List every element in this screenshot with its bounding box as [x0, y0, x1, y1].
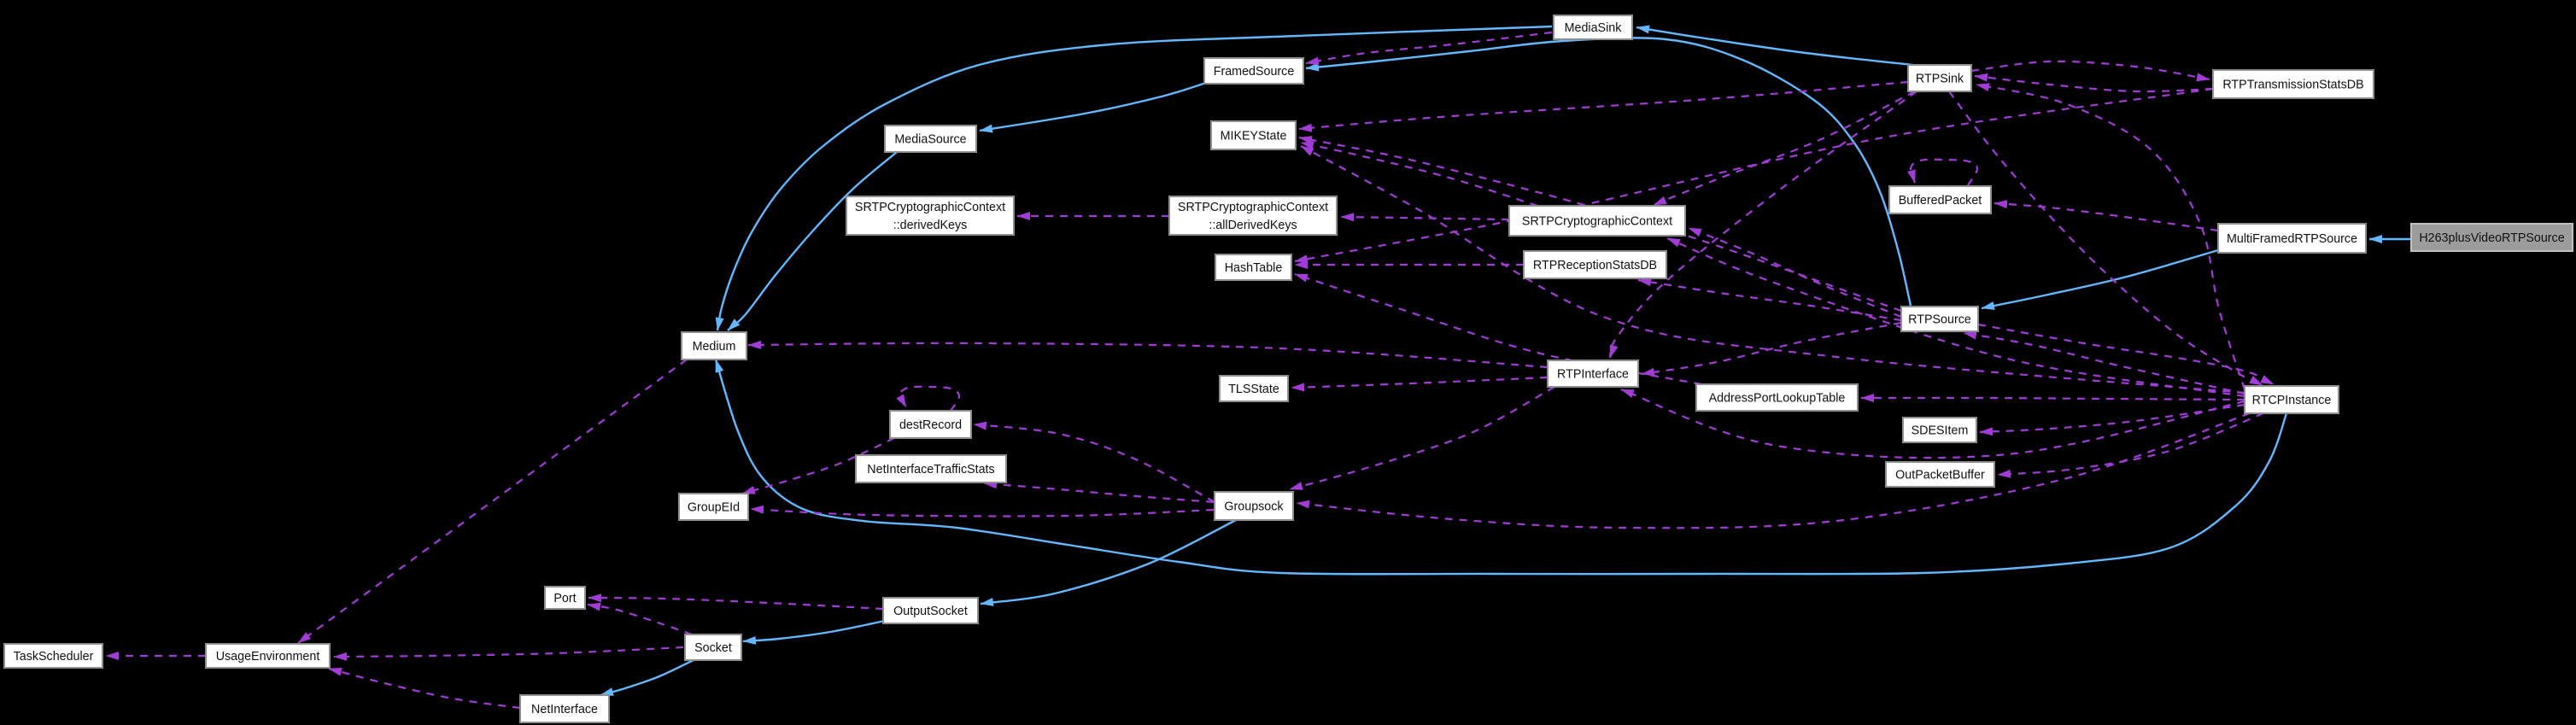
- svg-text:SRTPCryptographicContext: SRTPCryptographicContext: [1522, 215, 1672, 229]
- svg-text:SDESItem: SDESItem: [1912, 424, 1969, 438]
- svg-text:FramedSource: FramedSource: [1214, 65, 1295, 79]
- svg-text:MediaSource: MediaSource: [894, 133, 966, 147]
- svg-text:RTPSink: RTPSink: [1916, 73, 1964, 86]
- svg-text:NetInterfaceTrafficStats: NetInterfaceTrafficStats: [867, 463, 994, 477]
- svg-text:RTPSource: RTPSource: [1908, 313, 1971, 327]
- svg-text:AddressPortLookupTable: AddressPortLookupTable: [1709, 392, 1846, 406]
- svg-text:::allDerivedKeys: ::allDerivedKeys: [1209, 219, 1297, 232]
- svg-text:destRecord: destRecord: [899, 418, 962, 432]
- svg-text:MultiFramedRTPSource: MultiFramedRTPSource: [2227, 232, 2357, 246]
- svg-text:TLSState: TLSState: [1228, 383, 1279, 396]
- svg-text:Port: Port: [553, 592, 576, 605]
- svg-text:RTCPInstance: RTCPInstance: [2252, 394, 2332, 407]
- svg-text:OutPacketBuffer: OutPacketBuffer: [1895, 469, 1985, 482]
- svg-text:RTPTransmissionStatsDB: RTPTransmissionStatsDB: [2222, 79, 2363, 92]
- svg-text:SRTPCryptographicContext: SRTPCryptographicContext: [855, 201, 1005, 214]
- svg-text:Medium: Medium: [693, 340, 736, 354]
- svg-text:HashTable: HashTable: [1225, 261, 1283, 275]
- svg-text:BufferedPacket: BufferedPacket: [1899, 194, 1982, 208]
- svg-text:NetInterface: NetInterface: [531, 703, 598, 716]
- svg-text:::derivedKeys: ::derivedKeys: [893, 219, 968, 232]
- svg-text:H263plusVideoRTPSource: H263plusVideoRTPSource: [2419, 231, 2564, 245]
- svg-text:SRTPCryptographicContext: SRTPCryptographicContext: [1178, 201, 1328, 214]
- svg-text:UsageEnvironment: UsageEnvironment: [216, 650, 320, 664]
- svg-text:MediaSink: MediaSink: [1565, 21, 1623, 35]
- svg-text:RTPInterface: RTPInterface: [1557, 368, 1629, 382]
- svg-text:GroupEId: GroupEId: [688, 501, 740, 515]
- svg-text:MIKEYState: MIKEYState: [1221, 130, 1287, 143]
- svg-text:OutputSocket: OutputSocket: [893, 605, 968, 618]
- svg-text:TaskScheduler: TaskScheduler: [14, 650, 94, 664]
- svg-text:RTPReceptionStatsDB: RTPReceptionStatsDB: [1533, 259, 1657, 272]
- svg-text:Groupsock: Groupsock: [1224, 500, 1284, 514]
- svg-text:Socket: Socket: [694, 641, 732, 655]
